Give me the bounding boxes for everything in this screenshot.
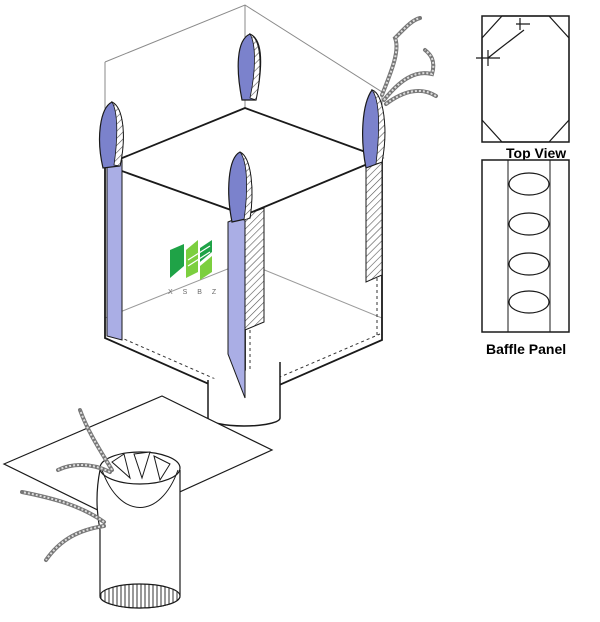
baffle-panel-figure: Baffle Panel (481, 159, 570, 357)
lifting-loop-icon (228, 151, 253, 223)
lifting-loop-icon (237, 33, 262, 101)
top-tie-ropes (380, 16, 438, 106)
filling-spout-detail (2, 395, 274, 609)
top-view-frame (481, 15, 570, 143)
spout-tie-ropes (20, 408, 114, 562)
baffle-panel-icon (508, 172, 550, 314)
lifting-loops (98, 33, 386, 223)
logo-mark-icon (170, 240, 212, 280)
logo-text: X S B Z (168, 289, 220, 296)
top-view-label: Top View (506, 145, 566, 161)
brand-logo: X S B Z (168, 240, 220, 296)
top-view-figure: Top View (476, 15, 570, 161)
baffle-panel-label: Baffle Panel (486, 341, 566, 357)
lifting-loop-icon (98, 101, 124, 169)
filling-spout-icon (96, 451, 181, 609)
seam-bottom (107, 331, 381, 393)
strap-left (106, 159, 123, 341)
strap-right (365, 157, 383, 283)
top-view-octagon (481, 15, 570, 143)
lifting-loop-icon (362, 89, 386, 169)
strap-center-right (244, 207, 265, 331)
body-left-panel (104, 165, 246, 402)
strap-center-left (227, 214, 246, 399)
top-view-corner-marker (476, 18, 530, 66)
body-right-panel (244, 158, 383, 401)
